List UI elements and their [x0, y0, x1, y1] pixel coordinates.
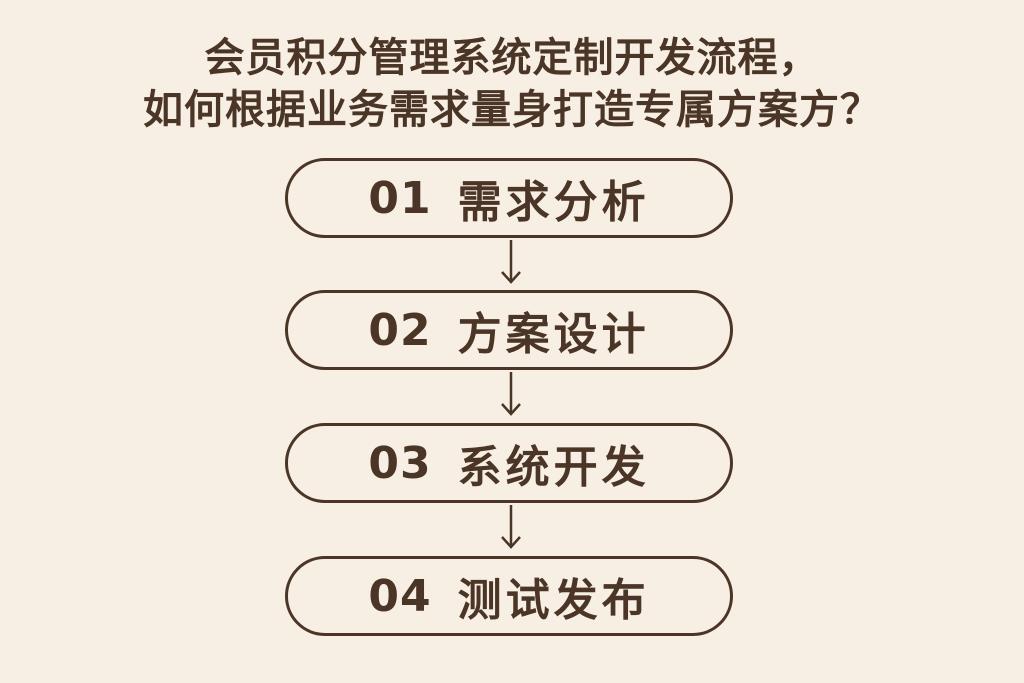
- step-label: 方案设计: [457, 309, 650, 360]
- step-number: 03: [368, 437, 432, 489]
- step-number: 04: [368, 570, 432, 622]
- step-label: 系统开发: [457, 442, 650, 493]
- step-label: 需求分析: [457, 177, 650, 228]
- step-4-testing-release: 04 测试发布: [285, 556, 733, 636]
- step-3-system-development: 03 系统开发: [285, 423, 733, 503]
- step-2-solution-design: 02 方案设计: [285, 290, 733, 370]
- arrow-down-icon: [501, 372, 521, 416]
- arrow-down-icon: [501, 240, 521, 284]
- page-title-line-1: 会员积分管理系统定制开发流程，: [204, 35, 820, 81]
- step-number: 02: [368, 304, 432, 356]
- arrow-down-icon: [501, 505, 521, 549]
- step-1-requirement-analysis: 01 需求分析: [285, 158, 733, 238]
- step-label: 测试发布: [457, 575, 650, 626]
- step-number: 01: [368, 172, 432, 224]
- page-title-line-2: 如何根据业务需求量身打造专属方案方？: [143, 87, 881, 133]
